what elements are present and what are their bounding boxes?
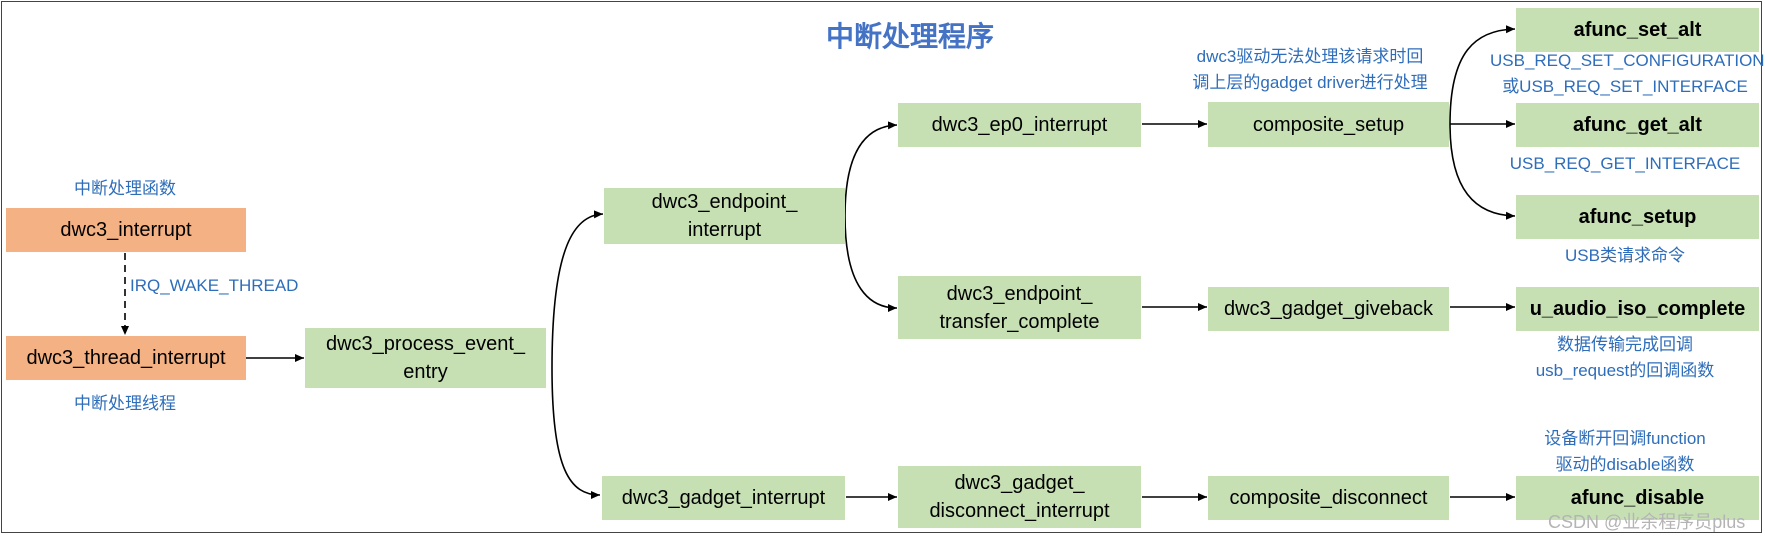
arrow-endpoint-to-transfer xyxy=(844,215,898,312)
note-get-interface: USB_REQ_GET_INTERFACE xyxy=(1509,154,1741,173)
node-dwc3-endpoint-interrupt: dwc3_endpoint_ interrupt xyxy=(604,188,845,244)
note-class-request: USB类请求命令 xyxy=(1565,246,1685,265)
node-composite-setup: composite_setup xyxy=(1208,102,1449,147)
node-afunc-disable: afunc_disable xyxy=(1516,476,1759,520)
node-dwc3-process-event-entry: dwc3_process_event_ entry xyxy=(305,328,546,388)
arrow-process-to-gadget xyxy=(551,367,601,499)
note-irq-thread: 中断处理线程 xyxy=(74,394,176,413)
node-afunc-setup: afunc_setup xyxy=(1516,195,1759,239)
note-set-config-or-interface: USB_REQ_SET_CONFIGURATION 或USB_REQ_SET_I… xyxy=(1490,51,1765,96)
node-dwc3-gadget-disconnect-interrupt: dwc3_gadget_ disconnect_interrupt xyxy=(898,466,1141,528)
csdn-watermark: CSDN @业余程序员plus xyxy=(1548,512,1746,532)
node-dwc3-gadget-interrupt: dwc3_gadget_interrupt xyxy=(602,476,845,520)
arrow-process-to-endpoint xyxy=(551,210,604,369)
node-composite-disconnect: composite_disconnect xyxy=(1208,476,1449,520)
note-disable-callback: 设备断开回调function 驱动的disable函数 xyxy=(1544,429,1706,474)
arrow-composite-to-setup xyxy=(1449,123,1516,220)
note-callback-gadget-driver: dwc3驱动无法处理该请求时回 调上层的gadget driver进行处理 xyxy=(1192,47,1428,92)
node-afunc-get-alt: afunc_get_alt xyxy=(1516,103,1759,147)
arrow-endpoint-to-ep0 xyxy=(844,121,898,217)
note-irq-wake-thread: IRQ_WAKE_THREAD xyxy=(130,276,299,295)
diagram-title: 中断处理程序 xyxy=(825,21,994,52)
node-dwc3-thread-interrupt: dwc3_thread_interrupt xyxy=(6,336,246,380)
node-dwc3-interrupt: dwc3_interrupt xyxy=(6,208,246,252)
arrow-composite-to-set-alt xyxy=(1449,25,1516,125)
note-irq-handler: 中断处理函数 xyxy=(74,179,176,198)
node-dwc3-gadget-giveback: dwc3_gadget_giveback xyxy=(1208,287,1449,331)
node-u-audio-iso-complete: u_audio_iso_complete xyxy=(1516,287,1759,331)
node-dwc3-ep0-interrupt: dwc3_ep0_interrupt xyxy=(898,103,1141,147)
node-afunc-set-alt: afunc_set_alt xyxy=(1516,8,1759,52)
node-dwc3-endpoint-transfer-complete: dwc3_endpoint_ transfer_complete xyxy=(898,276,1141,339)
note-data-transfer-complete: 数据传输完成回调 usb_request的回调函数 xyxy=(1535,335,1715,380)
